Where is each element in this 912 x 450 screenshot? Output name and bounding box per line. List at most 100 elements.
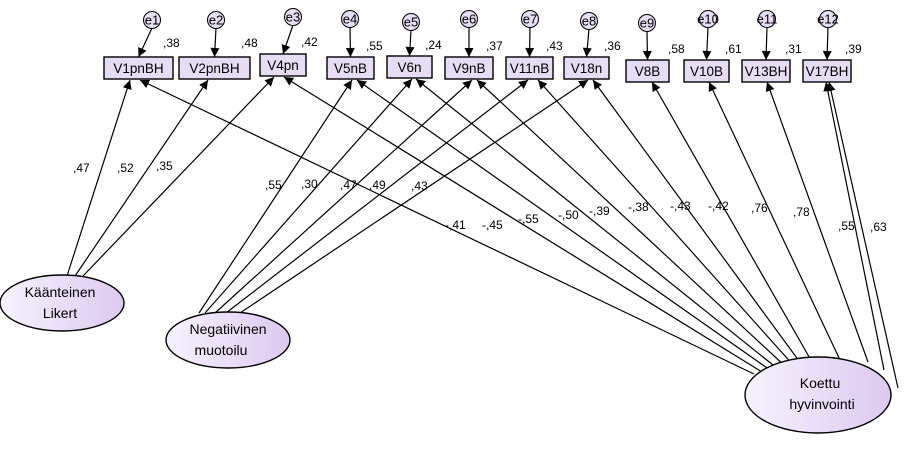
path-arrow-koettu-v5nb [356, 79, 771, 371]
path-arrow-koettu-v17bh [823, 81, 885, 371]
error-label: e9 [640, 16, 654, 31]
indicator-label: V13BH [745, 64, 788, 79]
indicator-v4pn: V4pn [259, 53, 307, 77]
indicator-label: V2pnBH [189, 61, 239, 76]
indicator-box [563, 56, 610, 80]
path-arrow-koettu-v18n [592, 79, 803, 366]
error-arrow [345, 26, 355, 58]
error-circle [580, 12, 598, 30]
latent-label-line: hyvinvointi [789, 396, 854, 412]
r-squared-label: ,55 [366, 39, 383, 53]
path-arrow-koettu-v10b [708, 81, 841, 361]
error-circle [521, 10, 539, 28]
path-arrow-koettu-v8b [651, 81, 813, 363]
error-circle [699, 10, 717, 28]
latent-label-line: Koettu [800, 375, 840, 391]
r-squared-label: ,36 [604, 39, 621, 53]
indicator-v2pnbh: V2pnBH [178, 56, 251, 80]
path-coefficient-label: ,49 [369, 178, 386, 192]
indicator-label: V6n [397, 60, 421, 75]
indicator-v13bh: V13BH [741, 59, 791, 83]
latent-layer: KäänteinenLikertNegatiivinenmuotoiluKoet… [0, 274, 892, 434]
error-label: e12 [817, 12, 839, 27]
error-label: e7 [523, 12, 537, 27]
path-coefficient-label: ,76 [751, 201, 768, 215]
error-term-e8: e8 [580, 12, 598, 30]
latent-ellipse [165, 311, 291, 369]
error-arrow [137, 27, 153, 58]
error-label: e6 [462, 12, 476, 27]
error-label: e8 [582, 14, 596, 29]
indicator-box [326, 56, 375, 80]
error-circle [638, 14, 656, 32]
error-circle [143, 11, 161, 29]
error-arrow [582, 28, 592, 58]
indicator-label: V9nB [452, 61, 485, 76]
error-label: e5 [404, 15, 418, 30]
error-arrow [405, 29, 415, 57]
path-arrow-negatiivinen-v18n [239, 79, 589, 314]
path-coefficient-label: ,55 [838, 219, 855, 233]
error-circle [207, 11, 225, 29]
error-term-e4: e4 [341, 10, 359, 28]
error-term-e3: e3 [284, 8, 302, 26]
path-arrow-negatiivinen-v9nb [214, 79, 473, 314]
r-squared-label: ,38 [163, 36, 180, 50]
path-coefficient-label: -,42 [708, 199, 729, 213]
error-arrow [210, 27, 220, 58]
r-squared-label: ,61 [725, 42, 742, 56]
error-label: e4 [343, 12, 357, 27]
indicator-label: V1pnBH [113, 61, 163, 76]
error-arrow [822, 26, 832, 61]
error-label: e11 [757, 12, 778, 27]
indicator-box [178, 56, 251, 80]
indicator-label: V8B [635, 64, 661, 79]
error-circle [284, 8, 302, 26]
error-circle [819, 10, 837, 28]
indicator-box [386, 55, 433, 79]
error-term-e10: e10 [697, 10, 719, 28]
error-label: e3 [286, 10, 300, 25]
path-layer [66, 76, 899, 389]
error-label: e10 [697, 12, 719, 27]
indicator-v8b: V8B [625, 59, 670, 83]
error-label: e1 [145, 13, 159, 28]
indicator-label: V10B [690, 64, 723, 79]
path-coefficient-label: -,39 [589, 204, 610, 218]
path-arrow-koettu-v4pn [283, 76, 763, 373]
error-circle [341, 10, 359, 28]
error-circle [460, 10, 478, 28]
path-arrow-negatiivinen-v5nb [198, 79, 353, 314]
indicator-label: V4pn [267, 58, 299, 73]
indicator-box [683, 59, 730, 83]
error-circle [402, 13, 420, 31]
latent-koettu: Koettu hyvinvointi [744, 356, 892, 434]
error-arrow [702, 26, 712, 61]
path-arrow-koettu-v6n [415, 78, 779, 370]
indicator-label: V18n [571, 61, 603, 76]
path-arrow-negatiivinen-v11nb [225, 79, 529, 314]
path-coefficient-label: -,41 [445, 218, 466, 232]
indicator-v5nb: V5nB [326, 56, 375, 80]
path-coefficient-label: ,30 [301, 177, 318, 191]
r-squared-label: ,24 [425, 38, 442, 52]
indicator-box [802, 59, 852, 83]
error-term-e2: e2 [207, 11, 225, 29]
latent-ellipse [0, 274, 125, 332]
r-squared-label: ,43 [546, 39, 563, 53]
path-coefficient-label: ,47 [73, 161, 90, 175]
error-term-e1: e1 [143, 11, 161, 29]
indicator-box [444, 56, 494, 80]
error-layer: e1 e2 e3 e4 e5 e6 e7 e8 e9 e10 e11 e12 [137, 8, 839, 61]
indicator-box [741, 59, 791, 83]
error-arrow [761, 26, 771, 61]
error-label: e2 [209, 13, 223, 28]
path-coefficient-label: -,45 [482, 218, 503, 232]
error-circle [758, 10, 776, 28]
error-arrow [525, 26, 535, 58]
path-arrow-kaanteinen-v1pnbh [66, 79, 132, 277]
error-term-e12: e12 [817, 10, 839, 28]
path-arrow-koettu-v9nb [476, 79, 787, 368]
